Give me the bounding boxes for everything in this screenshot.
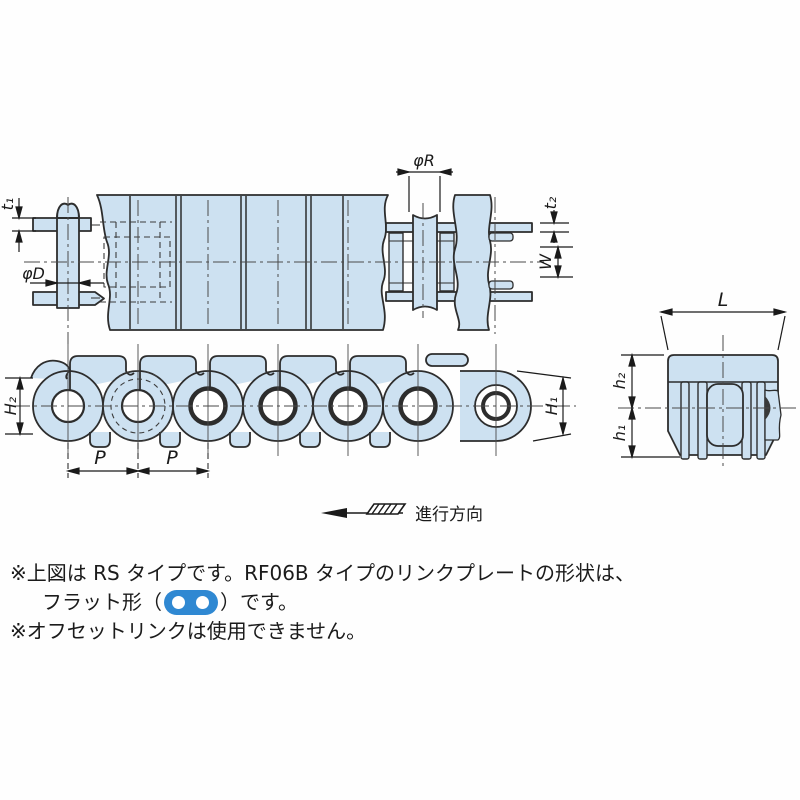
dim-label-phi-r: φR: [413, 151, 435, 170]
side-plate: [680, 381, 690, 460]
side-plate: [756, 381, 766, 460]
inner-lip-bottom: [488, 280, 514, 290]
inner-lip-top: [488, 232, 514, 242]
end-roller: [706, 383, 744, 447]
dim-label-w: W: [536, 253, 555, 270]
dim-label-l: L: [718, 289, 729, 311]
end-view: L h₂ h₁: [610, 289, 798, 470]
dim-label-h2: h₂: [610, 372, 629, 389]
dim-label-H2: H₂: [1, 396, 20, 415]
chain-drawing: t₁ φD φR t₂ W: [0, 151, 798, 525]
side-view-dimensions: [5, 370, 572, 478]
dim-label-t2: t₂: [541, 196, 560, 209]
end-view-dimensions: [621, 308, 788, 460]
direction-arrow: 進行方向: [321, 503, 483, 525]
note-line-1: ※上図は RS タイプです。RF06B タイプのリンクプレートの形状は、: [10, 561, 635, 585]
dim-label-phi-d: φD: [22, 264, 45, 283]
dim-label-p2: P: [166, 447, 178, 469]
direction-label: 進行方向: [415, 505, 483, 525]
arrowhead-left-icon: [321, 508, 347, 518]
note-line-3: ※オフセットリンクは使用できません。: [10, 619, 367, 643]
notes: ※上図は RS タイプです。RF06B タイプのリンクプレートの形状は、 フラッ…: [10, 559, 790, 646]
flat-link-pill-icon: [164, 590, 218, 615]
dim-label-t1: t₁: [0, 198, 17, 211]
dim-label-H1: H₁: [542, 397, 561, 415]
top-view-centerlines: [24, 197, 544, 344]
dim-label-h1: h₁: [610, 425, 629, 442]
dim-label-p1: P: [94, 447, 106, 469]
end-view-centerlines: [618, 335, 798, 470]
note-line-2: フラット形（）です。: [42, 590, 298, 615]
side-view-centerlines: [14, 344, 576, 456]
top-view-dimensions: [12, 168, 573, 287]
side-plate: [697, 381, 708, 460]
side-view: H₂ H₁ P P: [1, 344, 576, 478]
